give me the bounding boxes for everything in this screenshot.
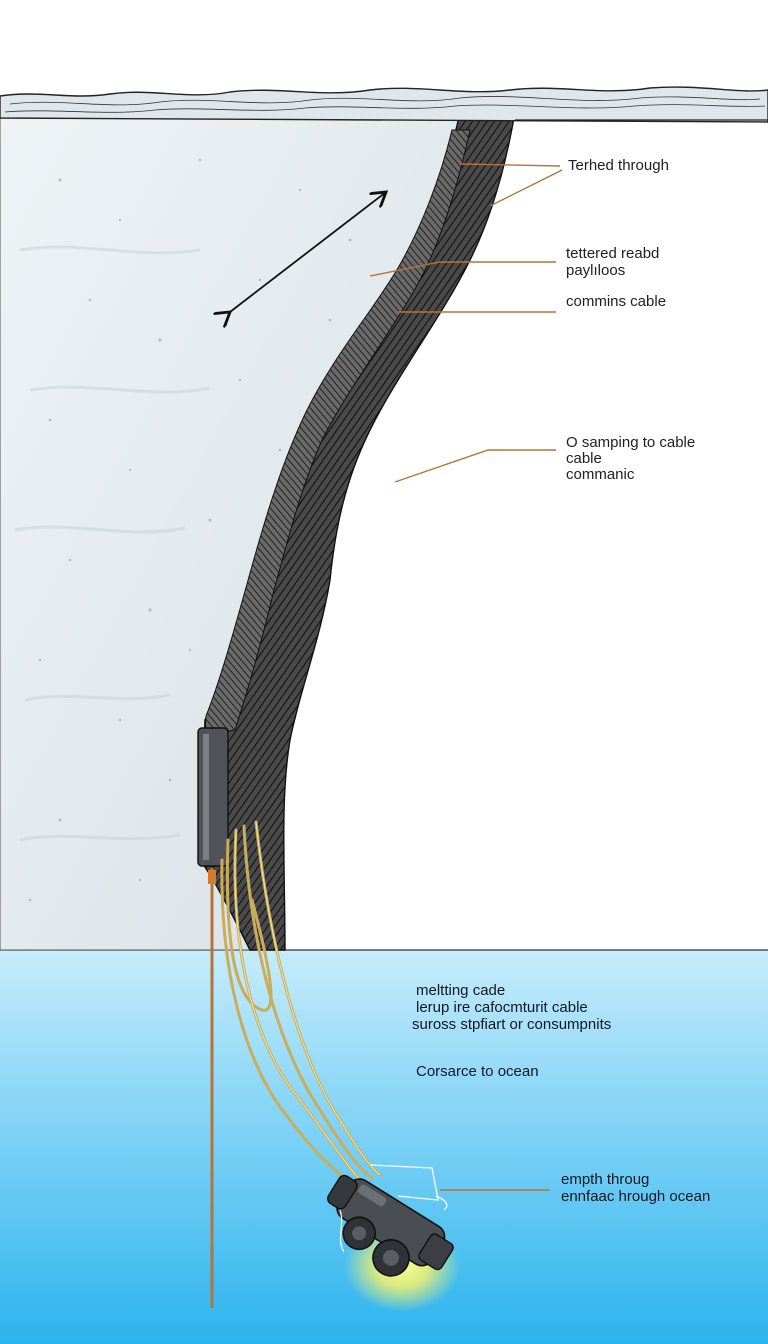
comms-cables-highlight — [234, 821, 381, 1183]
label-comms-cable: commins cable — [566, 293, 667, 310]
double-headed-arrow-icon — [230, 192, 386, 312]
label-sampling-line2: cable — [566, 450, 602, 467]
label-sampling-line1: O samping to cable — [566, 434, 696, 451]
sampling-wisps — [339, 1164, 448, 1253]
leader-lines — [369, 163, 563, 1191]
label-melting-line2: lerup ire cafocmturit cable — [416, 999, 588, 1016]
label-empth-line2: ennfaac hrough ocean — [561, 1188, 711, 1205]
tether-connector — [208, 870, 216, 884]
surface-snow — [0, 86, 768, 123]
tether-housing-highlight — [203, 734, 209, 860]
label-tethered-readb-line1: tettered reabd — [566, 245, 660, 262]
ice-shading — [14, 245, 211, 842]
label-sampling-line3: commanic — [566, 466, 635, 483]
label-tethered-readb-line2: paylıloos — [566, 262, 626, 279]
label-melting-line3: suross stpfiart or consumpnits — [412, 1016, 612, 1033]
surface-snow-hatching — [4, 96, 766, 113]
label-tethered-through: Terhed through — [568, 157, 669, 174]
label-melting-line1: meltting cade — [416, 982, 506, 999]
tether-housing — [197, 727, 229, 867]
label-ocean: Corsarce to ocean — [416, 1063, 539, 1080]
label-empth-line1: empth throug — [561, 1171, 650, 1188]
cryobot-probe-icon — [327, 1174, 454, 1277]
